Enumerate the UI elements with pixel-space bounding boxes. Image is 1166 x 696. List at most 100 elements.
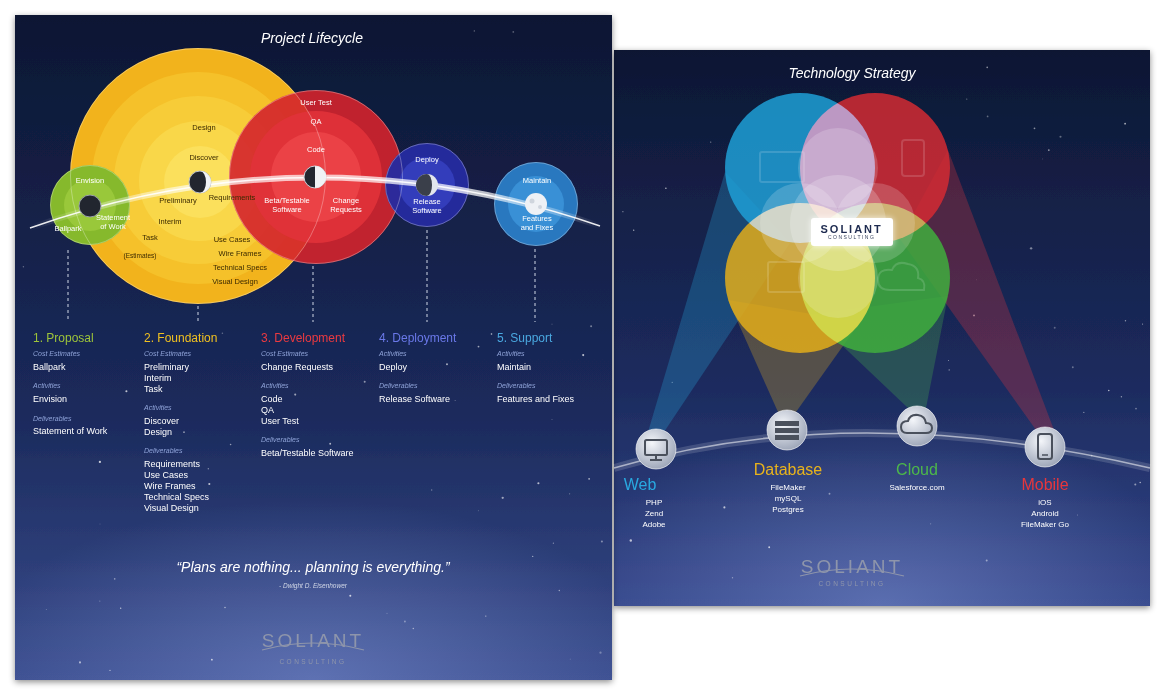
star-field <box>1135 408 1137 410</box>
phase-text: Discover <box>189 154 218 163</box>
tech-item: mySQL <box>775 494 802 503</box>
category-label: Deliverables <box>379 382 418 390</box>
category-label: Deliverables <box>144 447 183 455</box>
star-field <box>485 615 486 616</box>
moon-phase <box>416 174 438 196</box>
star-field <box>208 468 209 469</box>
phase-heading: 5. Support <box>497 332 552 346</box>
lifecycle-circles <box>494 162 578 246</box>
leader-line <box>68 230 535 324</box>
star-field <box>23 30 1143 671</box>
item-label: Change Requests <box>261 362 333 372</box>
leader-line <box>198 306 199 324</box>
star-field <box>413 628 414 629</box>
tech-item: Postgres <box>772 505 804 514</box>
star-field <box>478 346 480 348</box>
tech-icon <box>901 415 932 433</box>
star-field <box>386 613 387 614</box>
tech-icon <box>1042 454 1048 456</box>
star-field <box>665 188 667 190</box>
phase-text: Beta/Testable Software <box>261 197 313 214</box>
circle-outline <box>51 166 130 245</box>
logo-box: SOLIANTCONSULTING <box>811 218 893 246</box>
leader-line <box>535 249 536 322</box>
venn-circle <box>878 263 924 290</box>
tech-icon <box>775 428 799 433</box>
panel-ground <box>15 15 612 680</box>
phase-text: Change Requests <box>324 197 368 214</box>
star-field <box>532 556 533 557</box>
star-field <box>491 333 493 335</box>
panel-ground <box>614 50 1150 606</box>
panel-ground <box>15 380 612 680</box>
star-field <box>329 443 331 445</box>
tech-item: Android <box>1031 509 1059 518</box>
star-field <box>1059 136 1061 138</box>
category-label: Deliverables <box>497 382 536 390</box>
moon-phase <box>189 171 211 193</box>
item-label: Envision <box>33 394 67 404</box>
tech-heading: Cloud <box>896 461 938 479</box>
item-label: Code <box>261 394 283 404</box>
venn-circle <box>902 140 924 176</box>
star-field <box>1121 396 1122 397</box>
moon-phase <box>200 171 211 193</box>
star-field <box>553 543 554 544</box>
item-label: Beta/Testable Software <box>261 448 354 458</box>
star-field <box>590 325 592 327</box>
poster-panel: Project LifecycleEnvisionBallparkStateme… <box>15 15 612 680</box>
phase-text: Use Cases <box>214 236 251 245</box>
phase-text: Envision <box>76 177 104 186</box>
logo-text: CONSULTING <box>821 235 883 241</box>
tech-icon <box>636 406 1065 469</box>
tech-heading: Database <box>754 461 823 479</box>
tech-heading: Mobile <box>1021 476 1068 494</box>
phase-text: QA <box>311 118 322 127</box>
phase-text: Release Software <box>407 198 447 215</box>
phase-heading: 2. Foundation <box>144 332 217 346</box>
item-label: Maintain <box>497 362 531 372</box>
star-field <box>987 116 989 118</box>
phase-heading: 3. Development <box>261 332 345 346</box>
moon-phase <box>530 199 535 204</box>
phase-circle: DesignDiscoverPreliminaryRequirementsInt… <box>70 48 326 304</box>
moon-phase <box>525 193 547 215</box>
phase-text: Task <box>142 234 157 243</box>
star-field <box>120 608 121 609</box>
phase-text: Ballpark <box>54 225 81 234</box>
circle-outline <box>70 48 326 304</box>
item-label: Design <box>144 427 172 437</box>
star-field <box>109 670 110 671</box>
venn-circle <box>768 262 804 292</box>
tech-item: FileMaker Go <box>1021 520 1069 529</box>
item-label: Task <box>144 384 163 394</box>
star-field <box>99 461 101 463</box>
star-field <box>569 658 571 660</box>
category-label: Cost Estimates <box>261 350 308 358</box>
phase-circle: DeployRelease Software <box>385 143 469 227</box>
star-field <box>404 621 406 623</box>
star-field <box>114 578 116 580</box>
star-field <box>79 661 81 663</box>
star-field <box>1134 484 1136 486</box>
logo-subtext: CONSULTING <box>279 658 346 665</box>
item-label: Release Software <box>379 394 450 404</box>
panel-title: Technology Strategy <box>788 65 915 81</box>
star-field <box>569 493 570 494</box>
star-field <box>622 211 623 212</box>
star-field <box>99 523 101 525</box>
star-field <box>768 546 770 548</box>
item-label: Requirements <box>144 459 200 469</box>
star-field <box>183 431 185 433</box>
tech-item: FileMaker <box>770 483 805 492</box>
item-label: Statement of Work <box>33 426 107 436</box>
tech-icon <box>650 459 662 461</box>
category-label: Deliverables <box>33 415 72 423</box>
star-field <box>211 659 213 661</box>
star-field <box>551 323 553 325</box>
item-label: User Test <box>261 416 299 426</box>
star-field <box>222 332 224 334</box>
tech-icon <box>767 410 807 450</box>
phase-text: Features and Fixes <box>515 215 559 232</box>
